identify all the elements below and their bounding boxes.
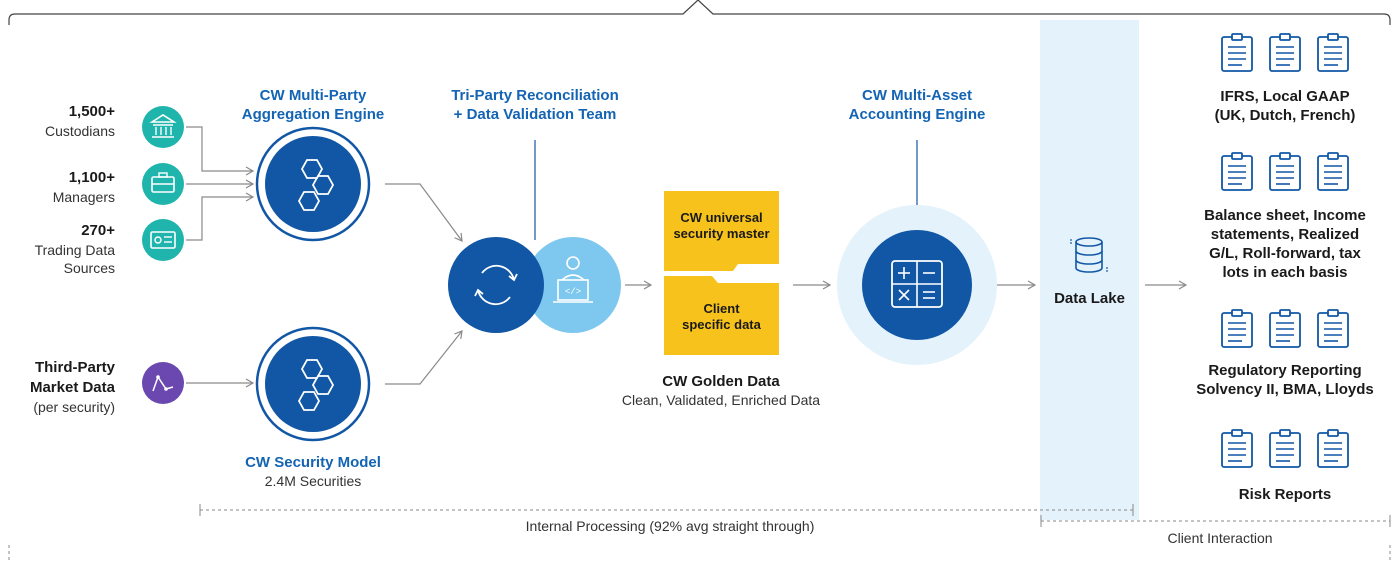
- calculator-icon: [891, 260, 943, 308]
- report-2-line1: Balance sheet, Income: [1204, 207, 1366, 224]
- data-lake-label: Data Lake: [1054, 290, 1125, 307]
- bank-icon: [142, 106, 184, 148]
- golden-data-subtitle: Clean, Validated, Enriched Data: [621, 392, 821, 408]
- trading-count: 270+: [81, 222, 115, 239]
- chart-icon: [142, 362, 184, 404]
- accounting-title-line2: Accounting Engine: [848, 106, 986, 123]
- aggregation-title-line1: CW Multi-Party: [259, 87, 367, 104]
- reconciliation-node: </>: [448, 237, 621, 333]
- clipboard-icon: [1317, 429, 1349, 468]
- security-model-node: [255, 326, 371, 442]
- managers-label: Managers: [52, 189, 115, 205]
- client-interaction-bracket: [1040, 515, 1391, 527]
- managers-count: 1,100+: [68, 169, 115, 186]
- outer-bracket: [8, 545, 1391, 563]
- id-card-icon: [142, 219, 184, 261]
- security-model-subtitle: 2.4M Securities: [264, 473, 362, 489]
- report-icons-3: [1221, 309, 1349, 348]
- clipboard-icon: [1317, 309, 1349, 348]
- client-interaction-label: Client Interaction: [1167, 530, 1273, 546]
- report-1-line2: (UK, Dutch, French): [1214, 107, 1356, 124]
- folder-top-line1: CW universal: [680, 210, 763, 225]
- report-icons-1: [1221, 33, 1349, 72]
- reconciliation-title-line2: + Data Validation Team: [453, 106, 617, 123]
- folder-bottom-line2: specific data: [682, 317, 761, 332]
- accounting-engine-node: [837, 205, 997, 365]
- clipboard-icon: [1317, 152, 1349, 191]
- sync-icon: [474, 264, 518, 306]
- trading-label-line2: Sources: [63, 260, 115, 276]
- clipboard-icon: [1221, 429, 1253, 468]
- top-bracket: [8, 0, 1391, 25]
- clipboard-icon: [1317, 33, 1349, 72]
- internal-processing-label: Internal Processing (92% avg straight th…: [525, 518, 815, 534]
- clipboard-icon: [1269, 33, 1301, 72]
- trading-label-line1: Trading Data: [34, 242, 115, 258]
- golden-data-title: CW Golden Data: [662, 373, 780, 390]
- report-2-line2: statements, Realized: [1210, 226, 1360, 243]
- report-4-line1: Risk Reports: [1238, 486, 1332, 503]
- report-3-line1: Regulatory Reporting: [1208, 362, 1362, 379]
- market-title-line1: Third-Party: [34, 359, 115, 376]
- report-2-line4: lots in each basis: [1222, 264, 1348, 281]
- reconciliation-title-line1: Tri-Party Reconciliation: [451, 87, 619, 104]
- accounting-title-line1: CW Multi-Asset: [862, 87, 972, 104]
- custodians-count: 1,500+: [68, 103, 115, 120]
- custodians-label: Custodians: [44, 123, 115, 139]
- clipboard-icon: [1269, 309, 1301, 348]
- security-model-title: CW Security Model: [245, 454, 381, 471]
- market-note: (per security): [33, 399, 115, 415]
- briefcase-icon: [142, 163, 184, 205]
- report-3-line2: Solvency II, BMA, Lloyds: [1196, 381, 1374, 398]
- report-icons-4: [1221, 429, 1349, 468]
- report-2-line3: G/L, Roll-forward, tax: [1209, 245, 1361, 262]
- folder-client-data: [664, 276, 779, 355]
- clipboard-icon: [1269, 429, 1301, 468]
- report-icons-2: [1221, 152, 1349, 191]
- aggregation-title-line2: Aggregation Engine: [241, 106, 385, 123]
- source-connectors: [186, 126, 1188, 388]
- data-lake-band: [1040, 20, 1139, 520]
- internal-processing-bracket: [199, 504, 1134, 516]
- folder-top-line2: security master: [673, 226, 770, 241]
- developer-laptop-icon: </>: [553, 256, 593, 303]
- market-title-line2: Market Data: [29, 379, 115, 396]
- clipboard-icon: [1269, 152, 1301, 191]
- clipboard-icon: [1221, 309, 1253, 348]
- report-1-line1: IFRS, Local GAAP: [1220, 88, 1350, 105]
- clipboard-icon: [1221, 152, 1253, 191]
- database-icon: [1070, 237, 1108, 273]
- aggregation-engine-node: [255, 126, 371, 242]
- folder-bottom-line1: Client: [703, 301, 740, 316]
- folder-security-master: [664, 191, 779, 271]
- svg-text:</>: </>: [565, 287, 581, 297]
- clipboard-icon: [1221, 33, 1253, 72]
